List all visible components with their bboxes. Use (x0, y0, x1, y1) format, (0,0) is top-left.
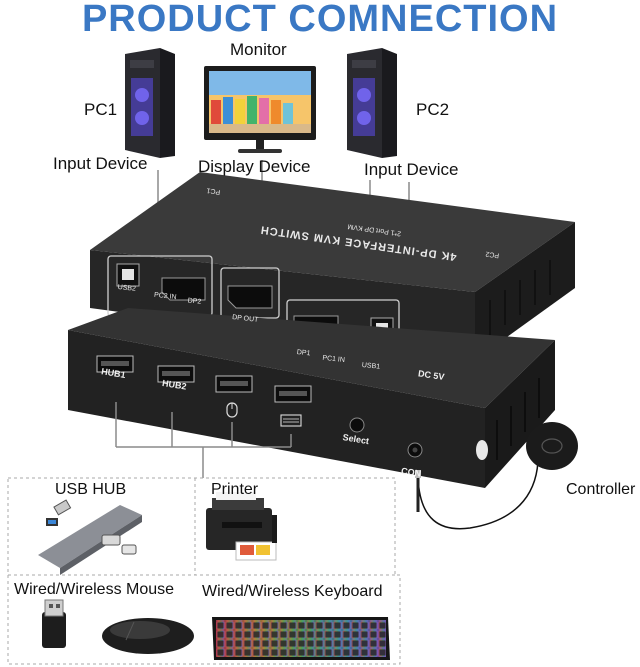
display-device-label: Display Device (198, 157, 311, 176)
page-title: PRODUCT COMNECTION (81, 0, 559, 40)
keyboard-icon (212, 617, 390, 660)
usb-dongle-icon (42, 599, 66, 648)
label-hub2: HUB2 (161, 378, 187, 392)
printer-label: Printer (211, 481, 259, 498)
port-dp1: DP1 (296, 349, 310, 357)
input-device-right-label: Input Device (364, 160, 459, 179)
port-pc2-in: PC2 IN (154, 292, 177, 301)
port-dp2: DP2 (187, 297, 201, 305)
monitor-label: Monitor (230, 40, 287, 59)
keyboard-port-icon (280, 414, 302, 427)
pc2-mark: PC2 (485, 250, 500, 259)
label-hub1: HUB1 (101, 366, 127, 380)
controller-label: Controller (566, 481, 636, 498)
keyboard-label: Wired/Wireless Keyboard (202, 583, 383, 600)
label-select: Select (342, 432, 370, 446)
printer-icon (206, 492, 277, 561)
port-usb2: USB2 (117, 284, 136, 293)
pc2-label: PC2 (416, 100, 450, 119)
label-con: CON (400, 466, 421, 479)
usb-hub-icon (38, 499, 142, 575)
port-dp-out: DP OUT (232, 314, 260, 324)
port-dc: DC 5V (417, 368, 445, 382)
controller-icon (415, 422, 578, 530)
pc-tower-icon (347, 48, 397, 158)
monitor-icon (204, 66, 316, 153)
usb-hub-label: USB HUB (55, 481, 127, 498)
kvm-switch-front (68, 308, 555, 488)
mouse-label: Wired/Wireless Mouse (14, 581, 175, 598)
pc1-label: PC1 (84, 100, 118, 119)
hub-lines (115, 402, 292, 478)
mouse-port-icon (226, 402, 238, 418)
pc-tower-icon (125, 48, 175, 158)
peripheral-frame (7, 477, 401, 665)
port-pc1-in: PC1 IN (322, 355, 345, 364)
port-usb1: USB1 (361, 362, 380, 371)
input-device-left-label: Input Device (53, 154, 148, 173)
mouse-icon (102, 618, 194, 654)
pc1-mark: PC1 (206, 186, 221, 195)
